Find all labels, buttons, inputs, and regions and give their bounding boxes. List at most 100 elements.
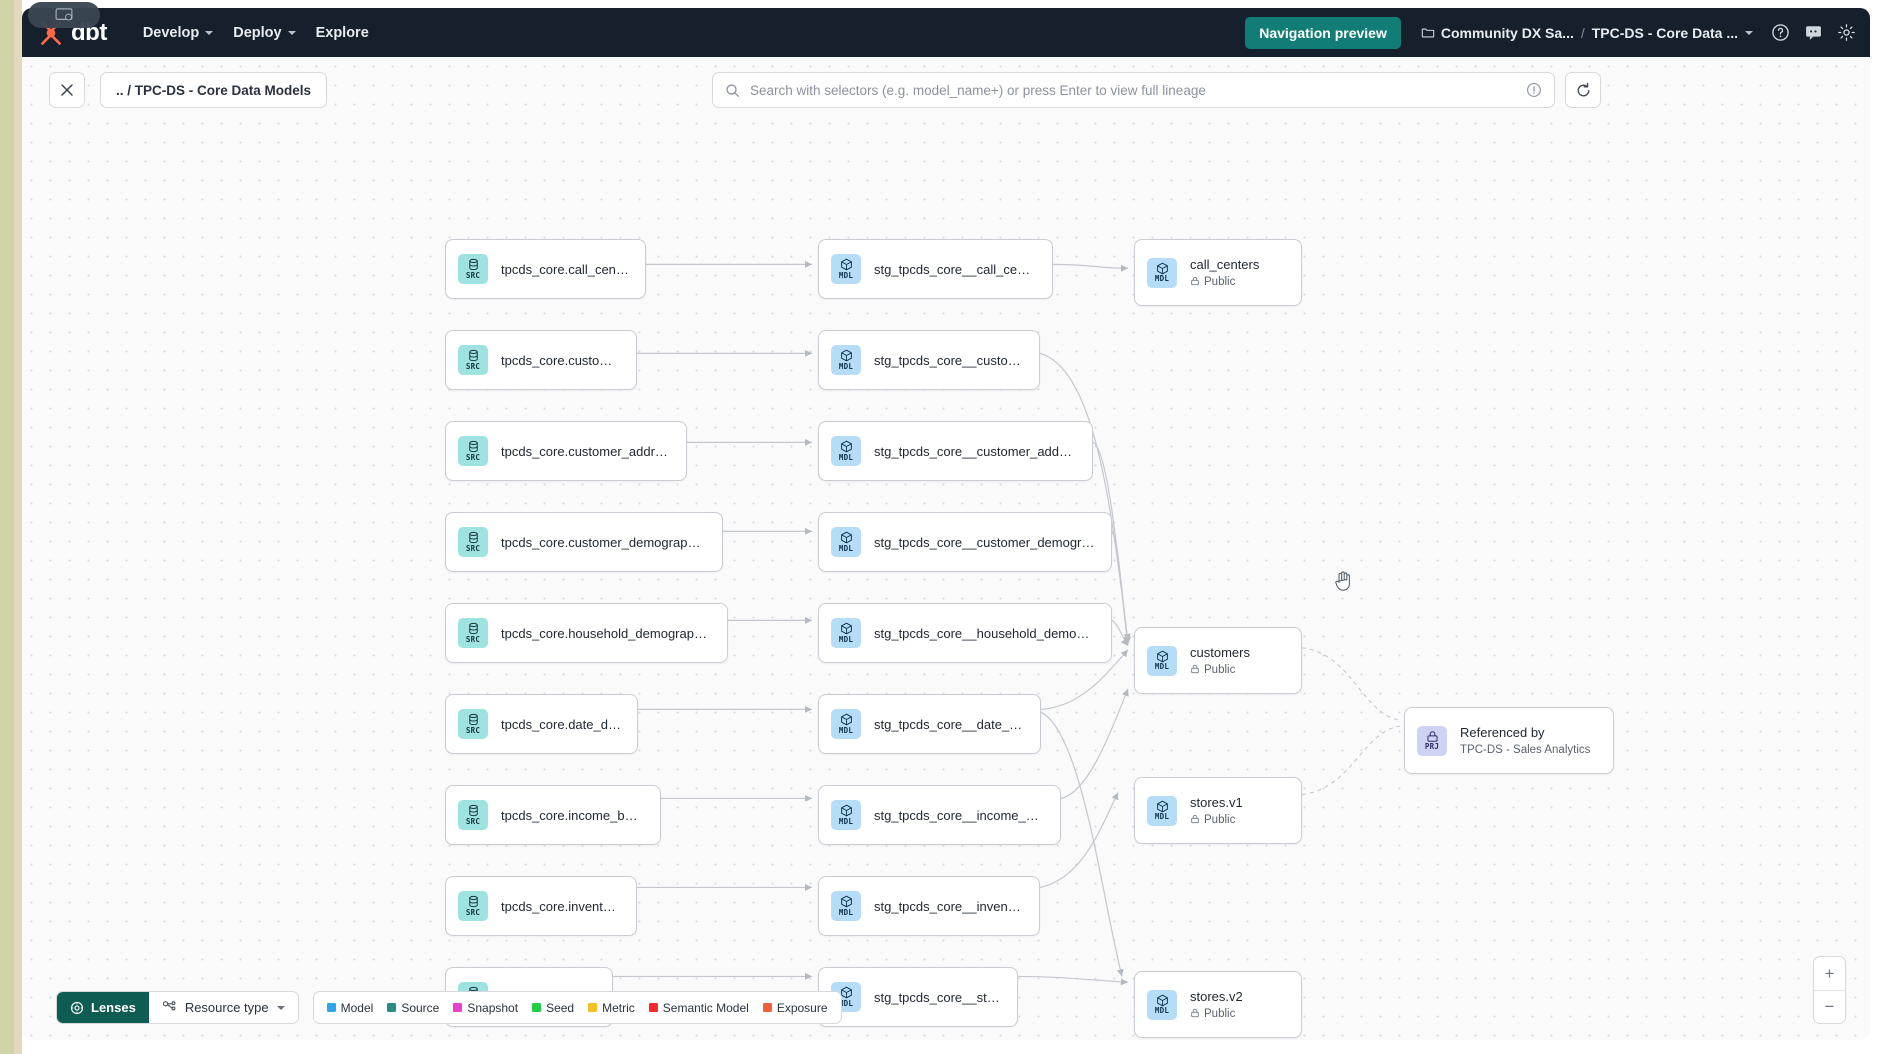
lineage-node-stg_customer_address[interactable]: MDL stg_tpcds_core__customer_address (818, 421, 1093, 481)
lineage-node-subtitle-label: Public (1204, 664, 1236, 676)
legend-item-semantic-model[interactable]: Semantic Model (648, 1001, 749, 1015)
navigation-preview-button[interactable]: Navigation preview (1245, 16, 1401, 49)
nav-item-explore[interactable]: Explore (306, 18, 379, 48)
nav-item-develop[interactable]: Develop (133, 18, 223, 48)
prj-badge-icon: PRJ (1417, 725, 1447, 756)
feedback-icon[interactable] (1804, 23, 1823, 42)
legend-item-model[interactable]: Model (326, 1000, 374, 1015)
lenses-button[interactable]: Lenses (57, 992, 149, 1023)
legend-label: Seed (546, 1000, 575, 1015)
refresh-button[interactable] (1565, 72, 1601, 108)
mdl-badge-icon: MDL (831, 527, 861, 557)
help-circle-icon[interactable] (1771, 23, 1790, 42)
lineage-node-subtitle: Public (1190, 1008, 1243, 1021)
legend-item-snapshot[interactable]: Snapshot (453, 1001, 518, 1015)
lineage-node-subtitle: Public (1190, 276, 1259, 289)
lineage-node-subtitle: TPC-DS - Sales Analytics (1460, 744, 1590, 756)
mdl-badge-icon: MDL (1147, 645, 1177, 676)
lineage-node-label: tpcds_core.customer_demographics (501, 534, 706, 550)
lineage-node-prj_sales[interactable]: PRJ Referenced by TPC-DS - Sales Analytics (1404, 707, 1614, 774)
mdl-badge-icon: MDL (1147, 257, 1177, 288)
legend-item-seed[interactable]: Seed (532, 1001, 574, 1015)
chevron-down-icon (276, 1005, 285, 1010)
mdl-badge-icon: MDL (831, 436, 861, 466)
lineage-breadcrumb-chip[interactable]: .. / TPC-DS - Core Data Models (100, 72, 328, 108)
lock-icon (1190, 276, 1200, 289)
zoom-out-button[interactable]: − (1814, 990, 1845, 1023)
lineage-node-label: tpcds_core.income_band (501, 807, 644, 823)
lineage-node-label: stg_tpcds_core__date_dim (874, 716, 1024, 732)
legend-item-source[interactable]: Source (387, 1001, 439, 1015)
breadcrumb-project[interactable]: Community DX Sa... (1421, 25, 1574, 41)
lineage-node-label: stg_tpcds_core__customer_address (874, 443, 1076, 459)
lineage-node-label: stg_tpcds_core__store (874, 989, 1001, 1005)
mdl-badge-icon: MDL (831, 345, 861, 375)
nav-item-deploy[interactable]: Deploy (223, 18, 305, 48)
lock-icon (1190, 814, 1200, 827)
lineage-node-subtitle: Public (1190, 814, 1243, 827)
chevron-down-icon (205, 30, 214, 35)
mdl-badge-icon: MDL (1147, 795, 1177, 826)
mdl-badge-icon: MDL (831, 254, 861, 284)
info-icon[interactable] (1526, 82, 1542, 98)
close-lineage-button[interactable] (49, 72, 85, 108)
resource-type-button[interactable]: Resource type (148, 992, 298, 1023)
legend-label: Source (401, 1000, 440, 1015)
breadcrumb-environment[interactable]: TPC-DS - Core Data ... (1591, 24, 1738, 41)
mdl-badge-icon: MDL (1147, 989, 1177, 1020)
legend-item-metric[interactable]: Metric (588, 1001, 635, 1015)
nav-item-explore-label: Explore (315, 24, 369, 41)
lineage-bottom-toolbar: Lenses Resource type Model Source Snapshot… (56, 991, 842, 1024)
lineage-node-title: call_centers (1190, 256, 1260, 272)
search-input[interactable]: Search with selectors (e.g. model_name+)… (712, 72, 1555, 108)
src-badge-icon: SRC (458, 800, 488, 830)
lineage-node-text: Referenced by TPC-DS - Sales Analytics (1460, 725, 1590, 756)
lineage-canvas[interactable]: .. / TPC-DS - Core Data Models Search wi… (22, 57, 1870, 1040)
legend-item-exposure[interactable]: Exposure (762, 1000, 828, 1015)
lineage-node-src_income_band[interactable]: SRC tpcds_core.income_band (445, 785, 661, 845)
legend-label: Model (340, 1000, 374, 1015)
zoom-in-button[interactable]: + (1824, 963, 1835, 983)
lineage-node-label: tpcds_core.inventory (501, 898, 620, 914)
lineage-node-title: stores.v2 (1190, 988, 1243, 1004)
legend-label: Exposure (776, 1000, 828, 1015)
lineage-node-title: stores.v1 (1190, 794, 1243, 810)
legend-swatch (532, 1003, 542, 1012)
lineage-node-label: tpcds_core.household_demographics (501, 625, 711, 641)
search-icon (726, 83, 739, 97)
legend-swatch (762, 1003, 772, 1012)
search-container: Search with selectors (e.g. model_name+)… (712, 72, 1555, 108)
mdl-badge-icon: MDL (831, 800, 861, 830)
lineage-node-title: Referenced by (1460, 725, 1545, 740)
legend-swatch (453, 1003, 463, 1012)
gear-icon[interactable] (1837, 23, 1856, 42)
lineage-node-stg_customer[interactable]: MDL stg_tpcds_core__customer (818, 330, 1040, 390)
share-screen-icon (55, 8, 73, 21)
lineage-node-label: stg_tpcds_core__customer (874, 352, 1023, 368)
chevron-down-icon[interactable] (1745, 30, 1753, 35)
lens-control-group: Lenses Resource type (56, 991, 299, 1024)
lens-icon (70, 1001, 84, 1014)
